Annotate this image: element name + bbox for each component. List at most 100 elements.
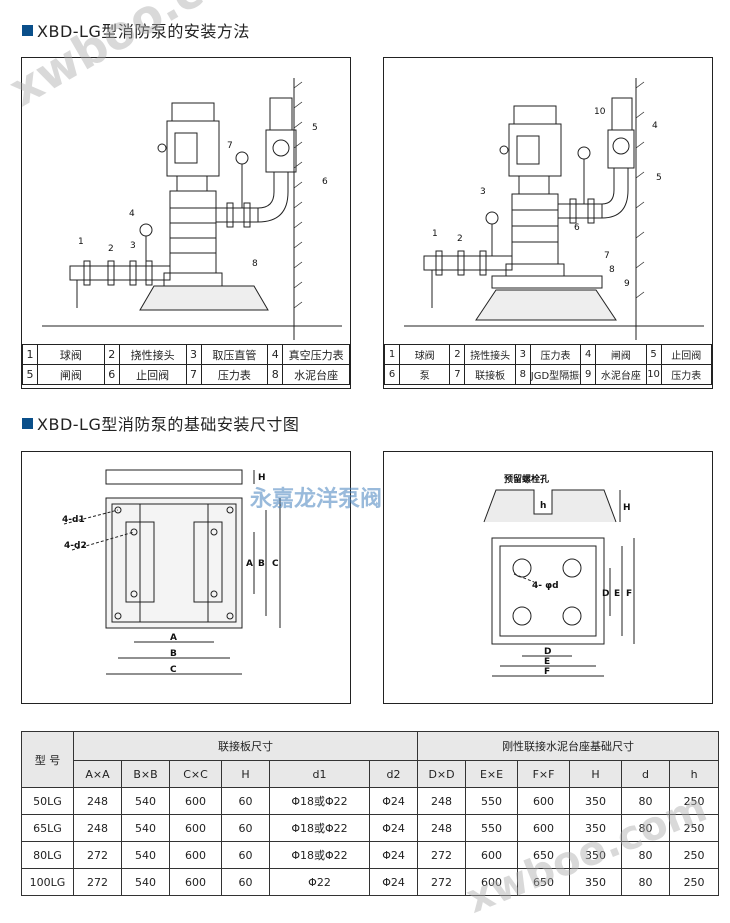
callout-3: 3 — [480, 187, 486, 197]
callout-4: 4 — [129, 209, 135, 219]
table-cell: 248 — [417, 814, 467, 842]
dim-label-E: E — [544, 657, 550, 667]
table-cell: 600 — [465, 841, 519, 869]
legend-num: 3 — [514, 344, 531, 365]
table-cell: 650 — [517, 868, 571, 896]
table-cell: 100LG — [21, 868, 74, 896]
table-cell: 60 — [221, 868, 270, 896]
legend-text: 水泥台座 — [282, 364, 350, 385]
table-cell: Φ18或Φ22 — [269, 787, 370, 815]
spec-header-plate: 联接板尺寸 — [72, 731, 419, 761]
table-cell: 248 — [73, 814, 122, 842]
table-cell: 550 — [465, 787, 519, 815]
legend-text: 联接板 — [464, 364, 516, 385]
table-cell: 600 — [169, 868, 222, 896]
table-cell: 600 — [169, 841, 222, 869]
legend-num: 4 — [267, 344, 284, 365]
legend-text: 压力表 — [529, 344, 582, 365]
legend-num: 2 — [103, 344, 120, 365]
spec-col-header: A×A — [73, 760, 122, 788]
legend-num: 10 — [645, 364, 662, 385]
legend-num: 7 — [185, 364, 202, 385]
table-cell: 540 — [121, 787, 170, 815]
callout-3: 3 — [130, 241, 136, 251]
callout-7: 7 — [604, 251, 610, 261]
section-title-foundation: XBD-LG型消防泵的基础安装尺寸图 — [22, 411, 299, 435]
table-cell: 550 — [465, 814, 519, 842]
table-cell: 272 — [73, 868, 122, 896]
callout-2: 2 — [108, 244, 114, 254]
callout-4: 4 — [652, 121, 658, 131]
table-cell: Φ24 — [368, 841, 419, 869]
table-cell: 272 — [417, 841, 467, 869]
table-cell: 250 — [669, 868, 720, 896]
dim-label-base-H: H — [623, 503, 631, 513]
legend-text: 水泥台座 — [595, 364, 647, 385]
legend-text: 球阀 — [37, 344, 105, 365]
table-cell: 80 — [621, 814, 671, 842]
legend-text: 真空压力表 — [282, 344, 350, 365]
diagram1-callouts: 1 2 3 4 5 6 7 8 — [78, 123, 328, 269]
dim-label-D-vertical: D — [602, 589, 609, 599]
spec-header-base: 刚性联接水泥台座基础尺寸 — [417, 731, 720, 761]
table-cell: 600 — [517, 787, 571, 815]
legend-text: 挠性接头 — [118, 344, 187, 365]
callout-8: 8 — [609, 265, 615, 275]
title-square-icon — [22, 417, 33, 429]
legend-text: 闸阀 — [37, 364, 105, 385]
callout-1: 1 — [78, 237, 84, 247]
spec-col-header: C×C — [169, 760, 222, 788]
spec-col-header: d1 — [269, 760, 370, 788]
spec-header-row-1: 型 号 联接板尺寸 刚性联接水泥台座基础尺寸 — [21, 731, 720, 788]
legend-num: 9 — [580, 364, 597, 385]
legend-num: 6 — [103, 364, 120, 385]
table-cell: Φ24 — [368, 814, 419, 842]
legend-text: 闸阀 — [595, 344, 647, 365]
dim-label-F-vertical: F — [626, 589, 632, 599]
legend-text: 止回阀 — [118, 364, 187, 385]
spec-col-header: F×F — [517, 760, 571, 788]
table-cell: 60 — [221, 814, 270, 842]
table-cell: 250 — [669, 787, 720, 815]
table-cell: Φ18或Φ22 — [269, 841, 370, 869]
section-title-installation: XBD-LG型消防泵的安装方法 — [22, 18, 250, 42]
callout-6: 6 — [322, 177, 328, 187]
base-svg: 预留螺栓孔 H h 4- φd D E F D E F — [483, 473, 635, 677]
dim-label-B-vertical: B — [258, 559, 265, 569]
dim-label-D: D — [544, 647, 551, 657]
legend-text: 取压直管 — [200, 344, 269, 365]
legend-text: 压力表 — [660, 364, 713, 385]
table-cell: 350 — [569, 787, 623, 815]
dim-label-C: C — [170, 665, 177, 675]
legend-num: 4 — [580, 344, 597, 365]
dim-label-d1: 4-d1 — [62, 515, 85, 525]
table-cell: 248 — [417, 787, 467, 815]
legend-num: 5 — [645, 344, 662, 365]
spec-col-header: d — [621, 760, 671, 788]
legend-num: 5 — [22, 364, 38, 385]
dim-label-d: 4- φd — [532, 581, 559, 591]
callout-6: 6 — [574, 223, 580, 233]
spec-col-header: H — [569, 760, 623, 788]
spec-col-header: D×D — [417, 760, 467, 788]
table-cell: 60 — [221, 787, 270, 815]
table-cell: 272 — [73, 841, 122, 869]
table-cell: 80 — [621, 841, 671, 869]
legend-num: 3 — [185, 344, 202, 365]
table-cell: 60 — [221, 841, 270, 869]
pump-drawing-rigid: 1 2 3 4 5 6 7 8 — [42, 78, 342, 340]
dim-label-bolt-hole: 预留螺栓孔 — [504, 473, 549, 485]
table-cell: Φ24 — [368, 868, 419, 896]
spec-header-model: 型 号 — [21, 731, 74, 788]
table-cell: Φ18或Φ22 — [269, 814, 370, 842]
table-cell: 540 — [121, 868, 170, 896]
dim-label-H: H — [258, 473, 266, 483]
callout-10: 10 — [594, 107, 606, 117]
dim-label-F: F — [544, 667, 550, 677]
